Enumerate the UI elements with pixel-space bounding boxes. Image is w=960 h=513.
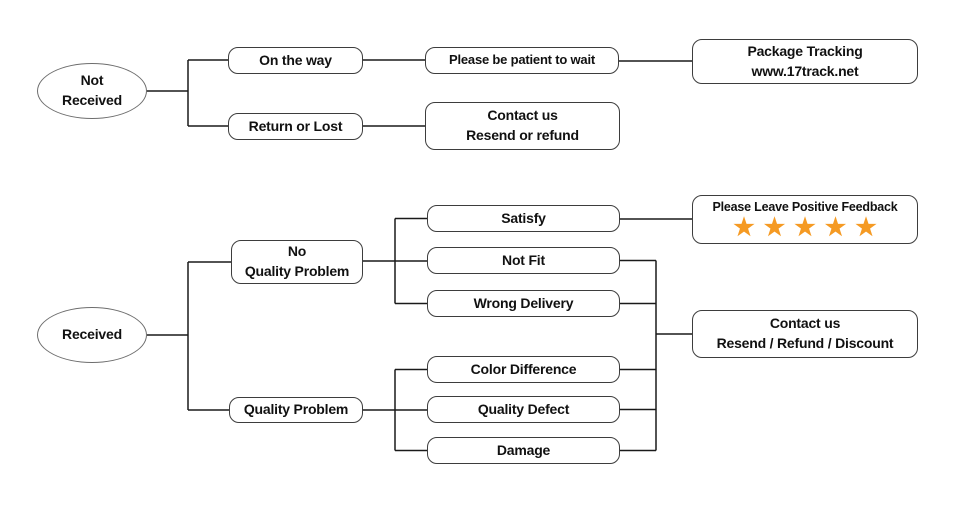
node-please-be-patient: Please be patient to wait: [425, 47, 619, 74]
node-not-fit: Not Fit: [427, 247, 620, 274]
node-quality-defect: Quality Defect: [427, 396, 620, 423]
node-damage: Damage: [427, 437, 620, 464]
node-wrong-delivery: Wrong Delivery: [427, 290, 620, 317]
node-contact-full: Contact us Resend / Refund / Discount: [692, 310, 918, 358]
node-color-difference: Color Difference: [427, 356, 620, 383]
connector-no-quality-branch: [363, 217, 427, 305]
connector-merge-to-contact: [620, 259, 692, 452]
node-satisfy: Satisfy: [427, 205, 620, 232]
node-quality-problem: Quality Problem: [229, 397, 363, 423]
five-star-rating-icon: ★★★★★: [733, 214, 886, 242]
node-no-quality-problem: No Quality Problem: [231, 240, 363, 284]
positive-feedback-label: Please Leave Positive Feedback: [712, 199, 898, 214]
node-positive-feedback: Please Leave Positive Feedback ★★★★★: [692, 195, 918, 244]
connector-not-received-branch: [146, 59, 228, 127]
node-on-the-way: On the way: [228, 47, 363, 74]
connector-quality-branch: [363, 368, 427, 452]
node-return-or-lost: Return or Lost: [228, 113, 363, 140]
node-package-tracking: Package Tracking www.17track.net: [692, 39, 918, 84]
node-contact-resend-refund: Contact us Resend or refund: [425, 102, 620, 150]
connector-received-branch: [147, 261, 231, 411]
node-received: Received: [37, 307, 147, 363]
node-not-received: Not Received: [37, 63, 147, 119]
